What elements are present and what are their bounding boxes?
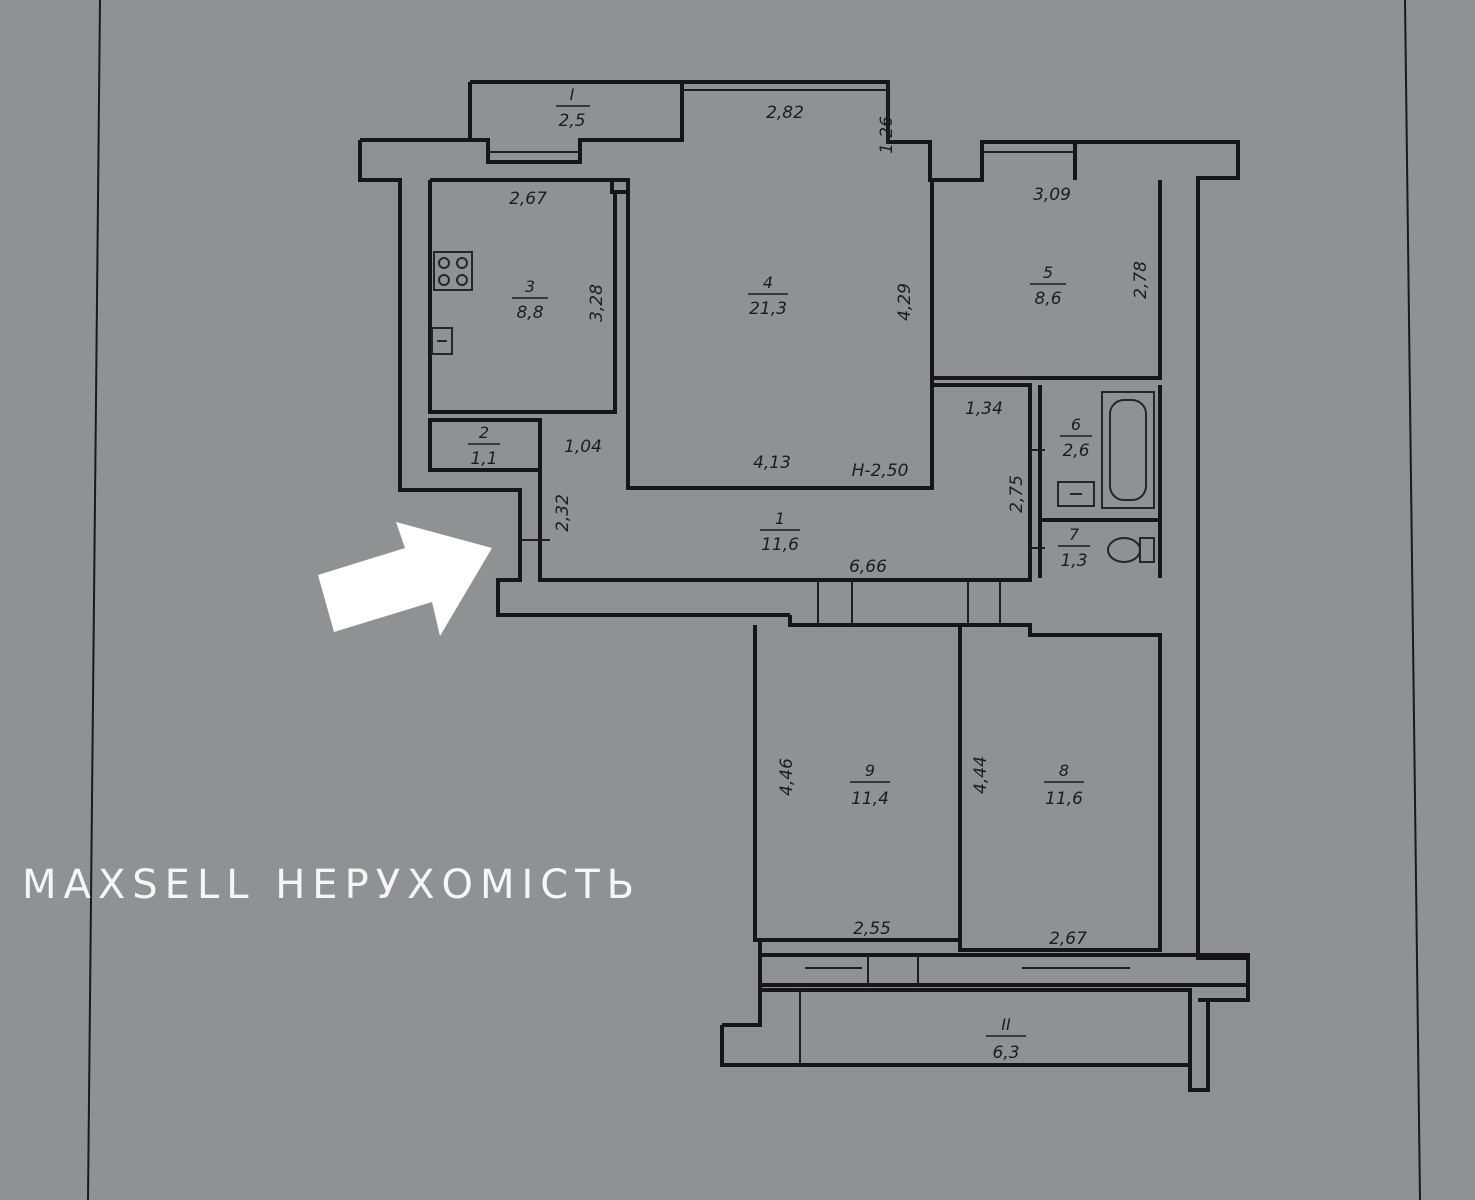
room-number: I (570, 85, 575, 104)
room-number: II (1001, 1015, 1011, 1034)
dimension-label: 2,75 (1007, 475, 1027, 513)
ceiling-height-label: Н-2,50 (852, 461, 909, 481)
dimension-label: 2,78 (1131, 261, 1151, 299)
watermark: MAXSELL НЕРУХОМІСТЬ (22, 862, 642, 908)
room-label-balcony-i: I 2,5 (556, 85, 590, 131)
room-area: 8,8 (516, 303, 543, 323)
toilet-icon (1107, 537, 1155, 563)
room-area: 11,6 (1045, 789, 1083, 809)
dimension-label: 1,34 (965, 399, 1003, 419)
room-label-7: 7 1,3 (1058, 525, 1090, 571)
room-label-5: 5 8,6 (1030, 263, 1066, 309)
room-number: 4 (763, 273, 773, 292)
dimension-label: 4,44 (971, 756, 991, 794)
room-area: 1,1 (470, 449, 497, 469)
room-number: 5 (1043, 263, 1053, 282)
room-area: 1,3 (1060, 551, 1087, 571)
dimension-label: 1,26 (877, 116, 897, 154)
room-label-6: 6 2,6 (1060, 415, 1092, 461)
room-area: 21,3 (749, 299, 787, 319)
walls (358, 80, 1250, 1092)
room-area: 6,3 (992, 1043, 1019, 1063)
dimension-label: 3,09 (1033, 185, 1071, 205)
dimension-label: 2,32 (553, 494, 573, 532)
dimension-labels: 2,82 1,26 2,67 3,09 3,28 4,29 2,78 1,34 … (509, 103, 1151, 949)
dimension-label: 2,67 (509, 189, 547, 209)
room-number: 2 (479, 423, 489, 442)
dimension-label: 6,66 (849, 557, 887, 577)
room-area: 2,5 (558, 111, 585, 131)
stove-icon (433, 251, 473, 291)
room-area: 11,6 (761, 535, 799, 555)
room-number: 7 (1069, 525, 1080, 544)
dimension-label: 3,28 (587, 284, 607, 322)
room-label-1: 1 11,6 (760, 509, 800, 555)
entrance-arrow-icon (318, 522, 492, 636)
dimension-label: 4,13 (753, 453, 791, 473)
room-label-balcony-ii: II 6,3 (986, 1015, 1026, 1063)
room-label-2: 2 1,1 (468, 423, 500, 469)
frame-line-left (87, 0, 101, 1200)
room-label-3: 3 8,8 (512, 277, 548, 323)
room-area: 2,6 (1062, 441, 1089, 461)
room-number: 6 (1071, 415, 1081, 434)
room-number: 9 (865, 761, 875, 780)
dimension-label: 2,67 (1049, 929, 1087, 949)
room-number: 8 (1059, 761, 1069, 780)
room-area: 8,6 (1034, 289, 1061, 309)
room-label-9: 9 11,4 (850, 761, 890, 809)
sink-icon (431, 327, 453, 355)
dimension-label: 2,55 (853, 919, 891, 939)
room-label-8: 8 11,6 (1044, 761, 1084, 809)
room-area: 11,4 (851, 789, 889, 809)
dimension-label: 2,82 (766, 103, 804, 123)
room-label-4: 4 21,3 (748, 273, 788, 319)
room-number: 1 (775, 509, 785, 528)
dimension-label: 4,29 (895, 283, 915, 321)
dimension-label: 1,04 (564, 437, 602, 457)
washbasin-icon (1057, 481, 1095, 507)
room-number: 3 (525, 277, 535, 296)
bathtub-icon (1101, 391, 1155, 509)
frame-line-right (1404, 0, 1421, 1200)
dimension-label: 4,46 (777, 758, 797, 796)
